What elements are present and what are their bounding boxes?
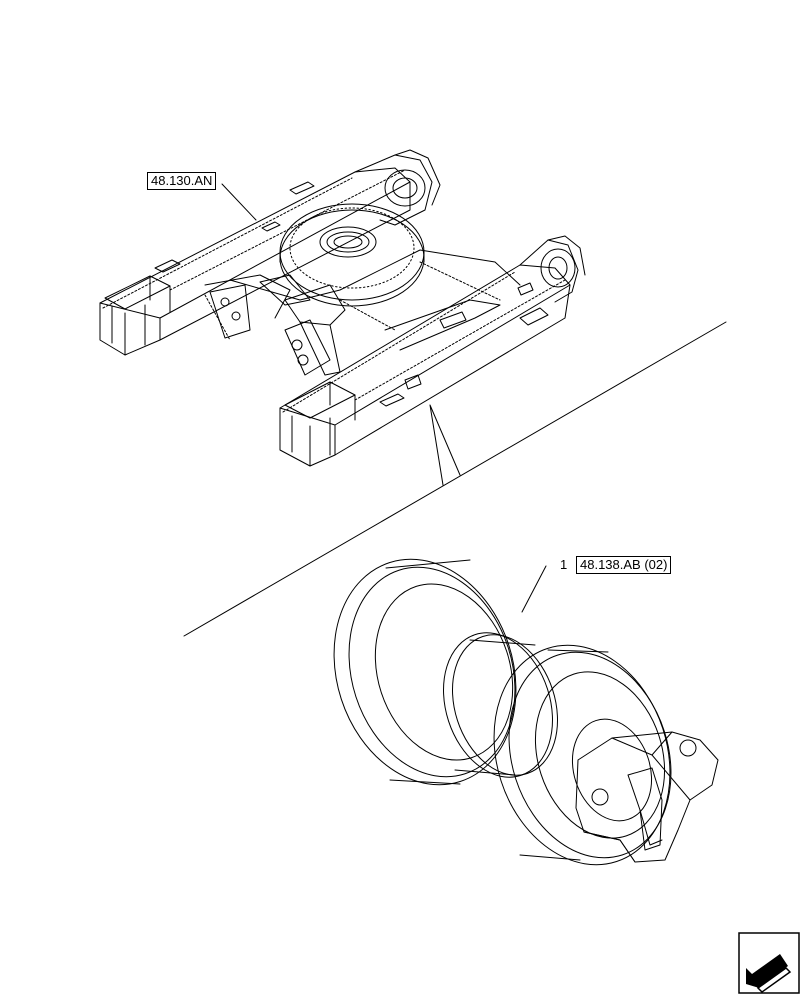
left-side-frame [99, 167, 411, 356]
turntable-bearing [279, 203, 425, 307]
leader-frame-to-roller [429, 404, 461, 486]
roller-item-number: 1 [560, 557, 568, 572]
frame-center-body [204, 249, 521, 376]
roller-bracket [575, 731, 719, 863]
track-roller [333, 558, 719, 866]
undercarriage-frame [99, 149, 586, 467]
right-idler-hub [519, 235, 586, 303]
next-page-arrow-icon[interactable] [738, 932, 800, 994]
leader-line-frame [221, 183, 257, 221]
section-separator-line [183, 321, 727, 637]
left-idler-hub [354, 149, 441, 226]
leader-line-roller [521, 565, 547, 613]
roller-reference-label[interactable]: 48.138.AB (02) [576, 556, 672, 574]
frame-reference-label[interactable]: 48.130.AN [147, 172, 217, 190]
right-side-frame [279, 264, 571, 467]
